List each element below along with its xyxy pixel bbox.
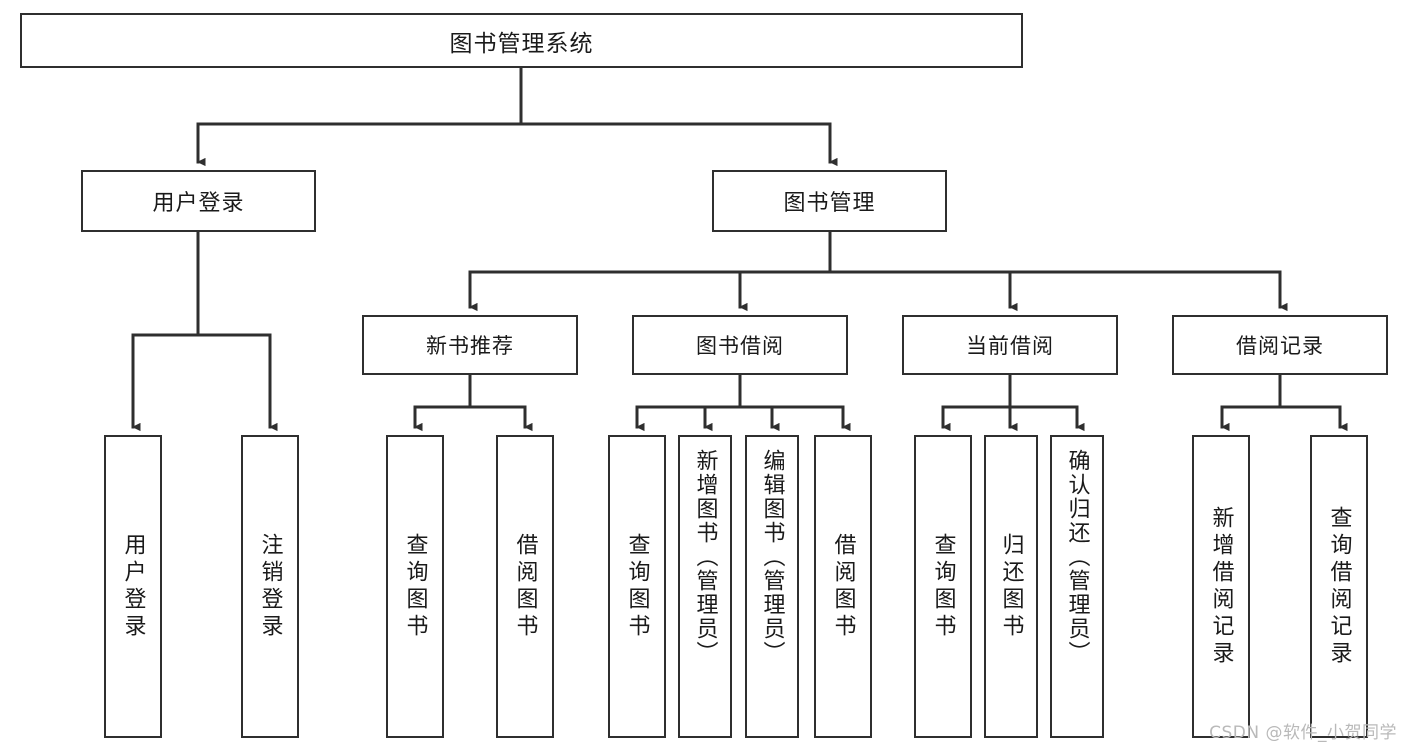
leaf-recommend-query-book-label: 查询图书 bbox=[402, 532, 428, 641]
leaf-borrow-query-book[interactable]: 查询图书 bbox=[608, 435, 666, 738]
node-book-borrow[interactable]: 图书借阅 bbox=[632, 315, 848, 375]
node-book-management-label: 图书管理 bbox=[783, 191, 876, 216]
leaf-confirm-return-admin-label: 确认归还（管理员） bbox=[1064, 449, 1090, 665]
leaf-borrow-book[interactable]: 借阅图书 bbox=[814, 435, 872, 738]
leaf-return-book-label: 归还图书 bbox=[998, 532, 1024, 641]
node-borrow-records[interactable]: 借阅记录 bbox=[1172, 315, 1388, 375]
leaf-current-query-book-label: 查询图书 bbox=[930, 532, 956, 641]
leaf-edit-book-admin-label: 编辑图书（管理员） bbox=[759, 449, 785, 665]
leaf-add-borrow-record[interactable]: 新增借阅记录 bbox=[1192, 435, 1250, 738]
leaf-borrow-book-label: 借阅图书 bbox=[830, 532, 856, 641]
leaf-query-borrow-record-label: 查询借阅记录 bbox=[1326, 505, 1352, 668]
leaf-logout-label: 注销登录 bbox=[257, 532, 283, 641]
leaf-user-login[interactable]: 用户登录 bbox=[104, 435, 162, 738]
node-root-label: 图书管理系统 bbox=[449, 30, 594, 57]
leaf-add-borrow-record-label: 新增借阅记录 bbox=[1208, 505, 1234, 668]
csdn-watermark: CSDN @软件_小贺同学 bbox=[1209, 723, 1397, 743]
leaf-current-query-book[interactable]: 查询图书 bbox=[914, 435, 972, 738]
node-root[interactable]: 图书管理系统 bbox=[20, 13, 1023, 68]
node-current-borrow[interactable]: 当前借阅 bbox=[902, 315, 1118, 375]
leaf-edit-book-admin[interactable]: 编辑图书（管理员） bbox=[745, 435, 799, 738]
node-new-book-recommend-label: 新书推荐 bbox=[426, 334, 514, 358]
node-user-login-label: 用户登录 bbox=[152, 191, 245, 216]
leaf-logout[interactable]: 注销登录 bbox=[241, 435, 299, 738]
leaf-recommend-borrow-book-label: 借阅图书 bbox=[512, 532, 538, 641]
leaf-query-borrow-record[interactable]: 查询借阅记录 bbox=[1310, 435, 1368, 738]
node-borrow-records-label: 借阅记录 bbox=[1236, 334, 1324, 358]
node-current-borrow-label: 当前借阅 bbox=[966, 334, 1054, 358]
leaf-add-book-admin-label: 新增图书（管理员） bbox=[692, 449, 718, 665]
leaf-confirm-return-admin[interactable]: 确认归还（管理员） bbox=[1050, 435, 1104, 738]
node-book-borrow-label: 图书借阅 bbox=[696, 334, 784, 358]
leaf-return-book[interactable]: 归还图书 bbox=[984, 435, 1038, 738]
leaf-recommend-borrow-book[interactable]: 借阅图书 bbox=[496, 435, 554, 738]
leaf-recommend-query-book[interactable]: 查询图书 bbox=[386, 435, 444, 738]
leaf-add-book-admin[interactable]: 新增图书（管理员） bbox=[678, 435, 732, 738]
leaf-borrow-query-book-label: 查询图书 bbox=[624, 532, 650, 641]
node-new-book-recommend[interactable]: 新书推荐 bbox=[362, 315, 578, 375]
leaf-user-login-label: 用户登录 bbox=[120, 532, 146, 641]
node-user-login[interactable]: 用户登录 bbox=[81, 170, 316, 232]
node-book-management[interactable]: 图书管理 bbox=[712, 170, 947, 232]
